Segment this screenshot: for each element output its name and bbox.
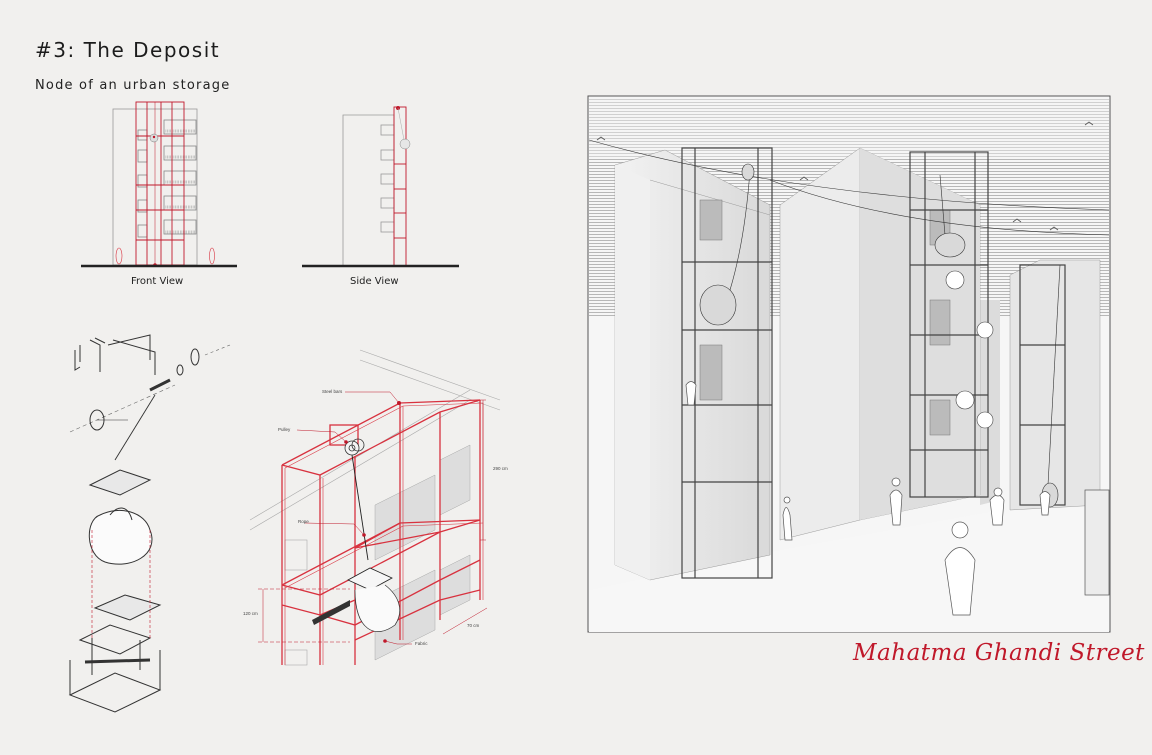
- render-caption: Mahatma Ghandi Street: [853, 640, 1145, 666]
- side-view-label: Side View: [350, 276, 399, 287]
- dimension-70: 70 cm: [467, 623, 480, 628]
- label-fabric: Fabric: [415, 641, 428, 646]
- dimension-120: 120 cm: [243, 611, 258, 616]
- front-view-drawing: [81, 101, 237, 268]
- dimension-290: 290 cm: [493, 466, 508, 471]
- label-pulley: Pulley: [278, 427, 291, 432]
- exploded-axonometric-drawing: [68, 334, 231, 713]
- label-rope: Rope: [298, 519, 309, 524]
- street-perspective-render: [587, 95, 1111, 633]
- label-steel-bars: Steel bars: [322, 389, 343, 394]
- front-view-label: Front View: [131, 276, 184, 287]
- side-view-drawing: [302, 106, 459, 268]
- isometric-detail-drawing: [249, 349, 501, 666]
- board-title: #3: The Deposit: [35, 38, 221, 62]
- board-subtitle: Node of an urban storage: [35, 78, 231, 93]
